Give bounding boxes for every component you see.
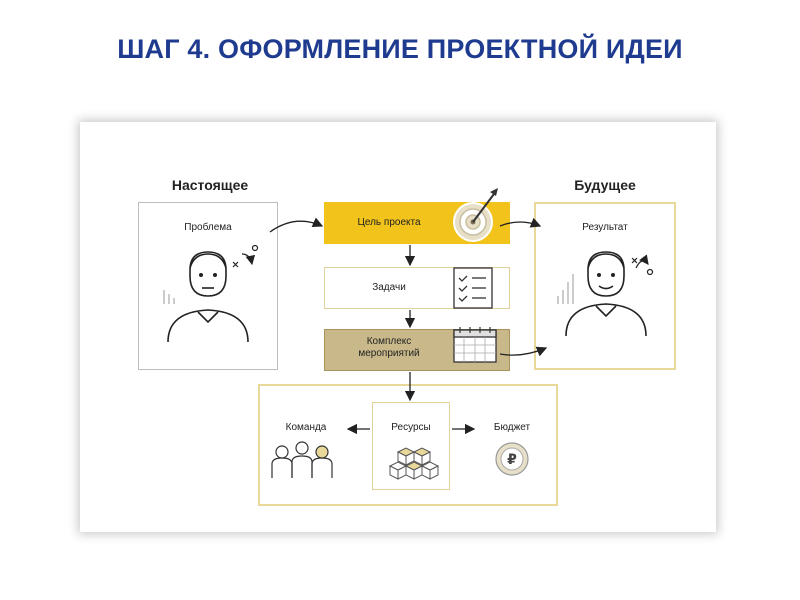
goal-label: Цель проекта	[357, 217, 421, 228]
problem-person-icon	[167, 251, 249, 343]
result-label: Результат	[582, 222, 628, 233]
problem-x-o-icon	[232, 244, 259, 268]
slide-title: ШАГ 4. ОФОРМЛЕНИЕ ПРОЕКТНОЙ ИДЕИ	[117, 34, 683, 64]
resources-label: Ресурсы	[391, 422, 431, 433]
ruble-coin-icon: ₽	[495, 442, 529, 476]
result-x-o-icon	[631, 254, 654, 276]
arrow-problem-to-goal	[269, 217, 324, 233]
present-header: Настоящее	[171, 177, 249, 193]
calendar-icon	[453, 327, 497, 363]
tasks-label: Задачи	[372, 282, 406, 293]
activities-label-line1: Комплекс	[366, 336, 412, 347]
svg-text:₽: ₽	[507, 452, 517, 468]
problem-label: Проблема	[184, 222, 232, 233]
activities-label-line2: мероприятий	[358, 348, 420, 359]
problem-chart-bars-icon	[163, 290, 175, 304]
diagram-graphics: ₽	[163, 188, 654, 480]
activities-label: Комплекс мероприятий	[324, 336, 454, 360]
future-header: Будущее	[574, 177, 636, 193]
target-icon	[453, 188, 498, 242]
resource-cubes-icon	[388, 447, 440, 480]
diagram-card: Настоящее Проблема Будущее Результат Цел…	[80, 122, 716, 532]
checklist-icon	[453, 267, 493, 309]
arrow-goal-to-result	[499, 217, 542, 228]
team-people-icon	[271, 441, 333, 478]
arrow-activities-to-result	[499, 346, 548, 357]
team-label: Команда	[285, 422, 327, 433]
budget-label: Бюджет	[493, 422, 531, 433]
result-chart-bars-icon	[557, 274, 574, 304]
result-person-icon	[565, 251, 647, 337]
